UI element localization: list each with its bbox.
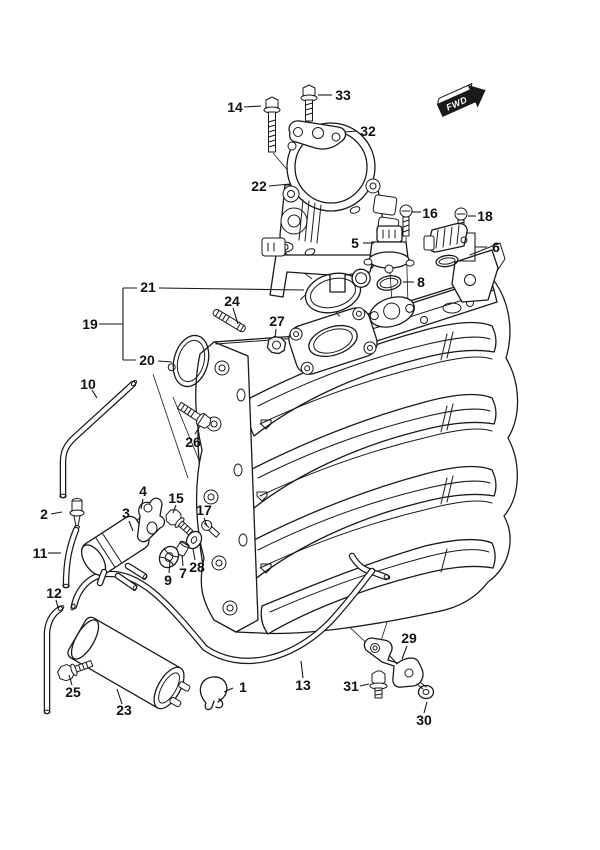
o-ring-8 <box>376 275 402 291</box>
mounting-plate <box>287 120 347 151</box>
callout-29: 29 <box>401 630 417 646</box>
gasket-20 <box>167 334 210 388</box>
fwd-arrow: FWD <box>436 83 486 118</box>
intake-manifold <box>195 242 519 635</box>
callout-21: 21 <box>140 279 156 295</box>
solenoid-ports <box>96 562 148 592</box>
hose-10 <box>59 379 138 499</box>
canister-23 <box>67 616 191 710</box>
callout-30: 30 <box>416 712 432 728</box>
callout-10: 10 <box>80 376 96 392</box>
callout-24: 24 <box>224 293 240 309</box>
throttle-gasket-21 <box>300 268 371 317</box>
callout-31: 31 <box>343 678 359 694</box>
flow-arrows <box>256 419 272 574</box>
bolt-25 <box>57 660 94 682</box>
iac-valve <box>363 225 415 274</box>
map-sensor-boss <box>442 242 506 314</box>
callout-1: 1 <box>239 679 247 695</box>
callout-33: 33 <box>335 87 351 103</box>
hose-12 <box>43 605 65 715</box>
grommet-9 <box>158 545 180 569</box>
bolt-14 <box>263 96 281 153</box>
throttle-port-boss <box>288 307 378 375</box>
callouts: 1 2 3 4 5 6 7 8 9 10 11 12 13 14 15 16 1… <box>33 87 501 728</box>
connector-2 <box>69 498 85 529</box>
bolt-33 <box>300 84 318 122</box>
stud-24 <box>212 308 246 333</box>
bolt-31 <box>369 670 388 699</box>
callout-7: 7 <box>179 565 187 581</box>
screw-16 <box>399 204 413 237</box>
bolt-26 <box>176 401 212 429</box>
clip-1 <box>199 676 228 711</box>
callout-19: 19 <box>82 316 98 332</box>
callout-32: 32 <box>360 123 376 139</box>
callout-20: 20 <box>139 352 155 368</box>
throttle-linkage <box>261 199 322 257</box>
callout-4: 4 <box>139 483 147 499</box>
map-sensor <box>423 222 468 268</box>
callout-9: 9 <box>164 572 172 588</box>
bolt-15 <box>165 509 194 536</box>
callout-6: 6 <box>492 239 500 255</box>
callout-3: 3 <box>122 505 130 521</box>
callout-12: 12 <box>46 585 62 601</box>
plenum-seams <box>440 331 454 573</box>
callout-16: 16 <box>422 205 438 221</box>
hose-11 <box>62 526 80 589</box>
iac-valve-boss <box>369 296 415 328</box>
callout-2: 2 <box>40 506 48 522</box>
bracket-4 <box>136 497 166 543</box>
callout-17: 17 <box>196 502 212 518</box>
callout-8: 8 <box>417 274 425 290</box>
callout-22: 22 <box>251 178 267 194</box>
leader-lines <box>48 94 487 714</box>
callout-11: 11 <box>33 545 48 561</box>
washer-28 <box>185 530 203 550</box>
callout-15: 15 <box>168 490 184 506</box>
nut-27 <box>266 335 287 355</box>
callout-18: 18 <box>477 208 493 224</box>
callout-26: 26 <box>185 434 201 450</box>
callout-27: 27 <box>269 313 285 329</box>
callout-25: 25 <box>65 684 81 700</box>
callout-13: 13 <box>295 677 311 693</box>
callout-5: 5 <box>351 235 359 251</box>
throttle-body <box>261 122 400 298</box>
callout-23: 23 <box>116 702 132 718</box>
callout-28: 28 <box>189 559 205 575</box>
bracket-29 <box>363 637 424 688</box>
callout-14: 14 <box>227 99 243 115</box>
clip-30 <box>416 681 435 700</box>
